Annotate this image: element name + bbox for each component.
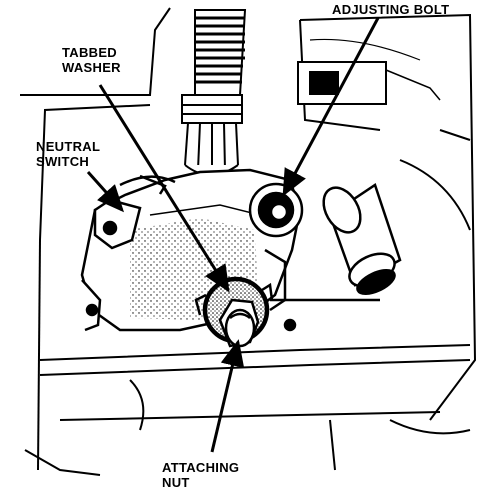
attaching-nut-leader: [210, 339, 245, 453]
attaching-nut-line-1: ATTACHING: [162, 460, 240, 475]
tabbed-washer-label: TABBED WASHER: [62, 45, 121, 75]
adjusting-bolt-text: ADJUSTING BOLT: [332, 2, 450, 17]
neutral-switch-line-2: SWITCH: [36, 154, 90, 169]
adjusting-bolt: [248, 182, 304, 238]
neutral-switch-label: NEUTRAL SWITCH: [36, 139, 100, 169]
attaching-nut-label: ATTACHING NUT: [162, 460, 239, 490]
adjusting-bolt-leader: [282, 17, 380, 197]
leader-lines: [86, 17, 380, 453]
tabbed-washer-line-1: TABBED: [62, 45, 117, 60]
sensor-cylinder: [322, 183, 402, 295]
neutral-switch-line-1: NEUTRAL: [36, 139, 101, 154]
tabbed-washer-line-2: WASHER: [62, 60, 121, 75]
wiring-harness: [181, 9, 247, 176]
tabbed-washer-leader: [98, 84, 230, 293]
neutral-switch-leader: [86, 170, 125, 213]
mounting-bracket: [264, 248, 380, 332]
adjusting-bolt-label: ADJUSTING BOLT: [332, 2, 449, 17]
attaching-nut-line-2: NUT: [162, 475, 190, 490]
